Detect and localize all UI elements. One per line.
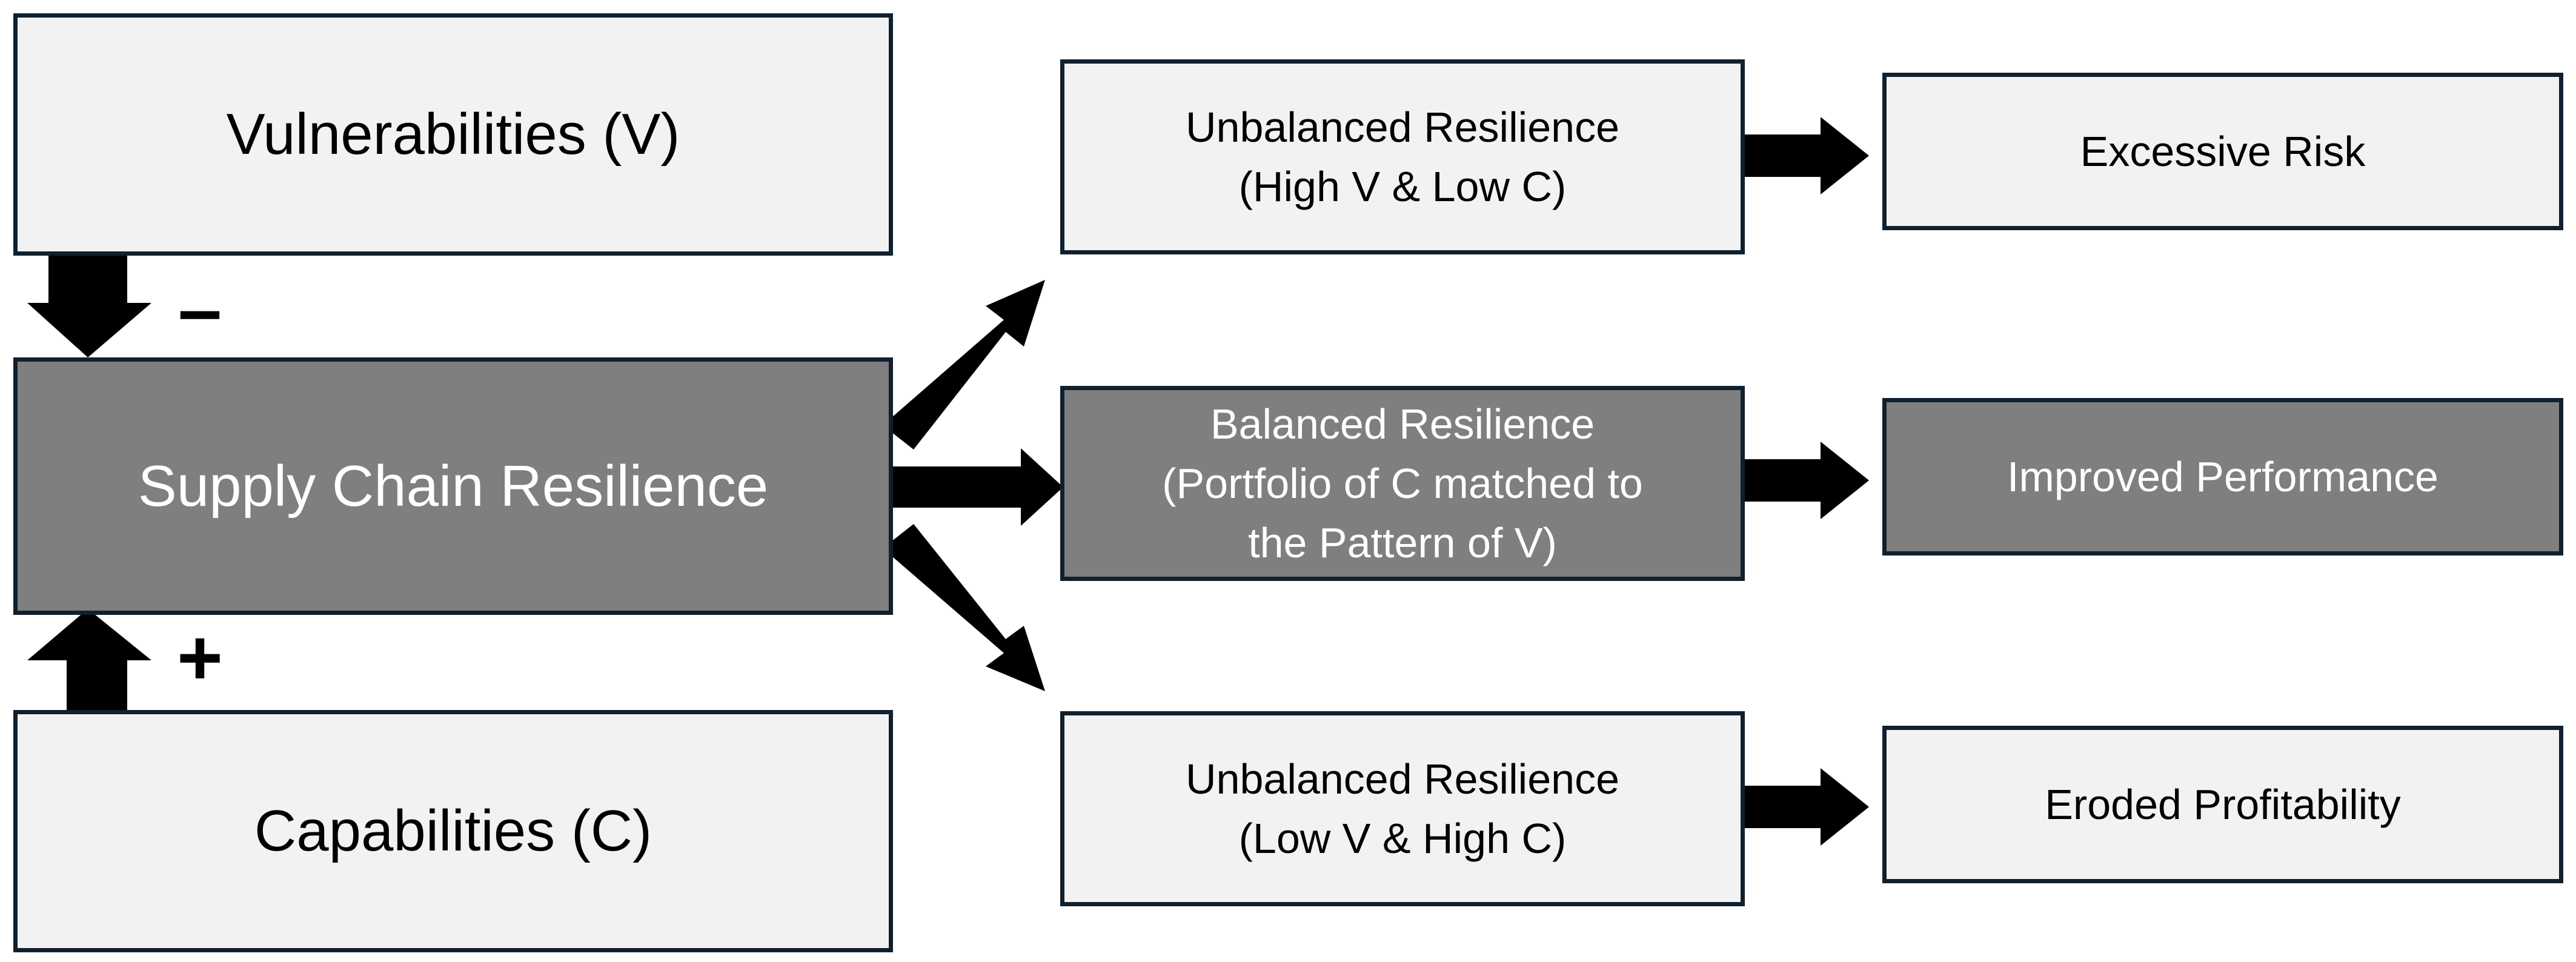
balanced-line-2: (Portfolio of C matched to xyxy=(1162,460,1643,507)
unbalanced-high-v-line-2: (High V & Low C) xyxy=(1238,163,1567,210)
supply-chain-resilience-box: Supply Chain Resilience xyxy=(13,357,893,615)
excessive-risk-label: Excessive Risk xyxy=(2080,128,2366,175)
plus-sign: + xyxy=(177,613,223,702)
unbalanced-low-v-line-1: Unbalanced Resilience xyxy=(1186,755,1619,803)
unbalanced-low-v-box: Unbalanced Resilience (Low V & High C) xyxy=(1060,711,1745,906)
arrow-balanced-to-improved-performance xyxy=(1745,442,1869,519)
arrow-resilience-to-balanced xyxy=(891,448,1063,526)
vulnerabilities-box: Vulnerabilities (V) xyxy=(13,13,893,256)
arrow-unbalanced-high-v-to-excessive-risk xyxy=(1745,117,1869,194)
balanced-line-1: Balanced Resilience xyxy=(1210,400,1595,448)
eroded-profitability-label: Eroded Profitability xyxy=(2045,781,2401,828)
unbalanced-high-v-box: Unbalanced Resilience (High V & Low C) xyxy=(1060,59,1745,254)
arrow-vulnerabilities-to-resilience xyxy=(27,254,151,357)
supply-chain-resilience-label: Supply Chain Resilience xyxy=(138,453,769,519)
excessive-risk-box: Excessive Risk xyxy=(1882,73,2563,230)
improved-performance-box: Improved Performance xyxy=(1882,398,2563,556)
arrow-resilience-to-unbalanced-low-v xyxy=(883,524,1045,691)
vulnerabilities-label: Vulnerabilities (V) xyxy=(226,102,680,167)
eroded-profitability-box: Eroded Profitability xyxy=(1882,726,2563,883)
capabilities-label: Capabilities (C) xyxy=(254,798,652,863)
balanced-resilience-box: Balanced Resilience (Portfolio of C matc… xyxy=(1060,386,1745,581)
improved-performance-label: Improved Performance xyxy=(2007,453,2438,500)
arrow-unbalanced-low-v-to-eroded-profitability xyxy=(1745,768,1869,846)
minus-sign: – xyxy=(178,265,222,353)
unbalanced-high-v-line-1: Unbalanced Resilience xyxy=(1186,104,1619,151)
balanced-line-3: the Pattern of V) xyxy=(1248,519,1557,566)
arrow-capabilities-to-resilience xyxy=(27,609,151,712)
arrow-resilience-to-unbalanced-high-v xyxy=(883,280,1045,449)
unbalanced-low-v-line-2: (Low V & High C) xyxy=(1238,815,1567,862)
capabilities-box: Capabilities (C) xyxy=(13,710,893,952)
